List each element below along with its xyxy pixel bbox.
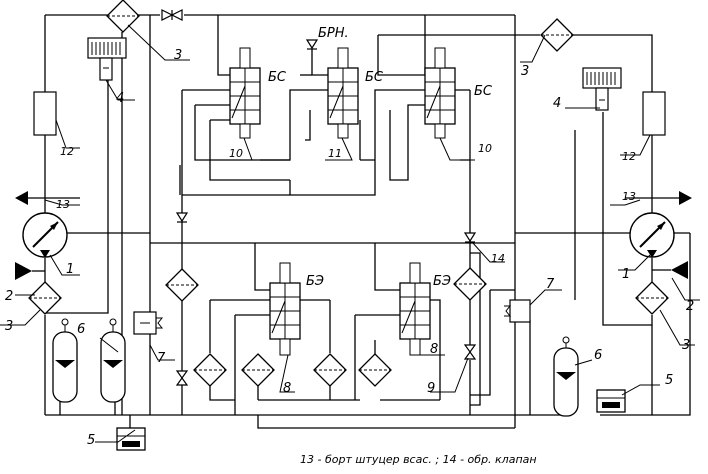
- component-12-left: [33, 91, 57, 136]
- valve-7-right: [504, 299, 531, 323]
- label-6-left: 6: [77, 322, 85, 337]
- suction-arrow-left: [15, 191, 80, 205]
- top-check-valve: [161, 9, 183, 21]
- leader-lines: [0, 24, 700, 443]
- label-3-top: 3: [174, 48, 182, 63]
- label-2-right: 2: [686, 299, 694, 314]
- label-bs-2: БС: [365, 70, 384, 85]
- filter-center-3: [241, 353, 275, 387]
- filter-center-6: [453, 267, 487, 301]
- accumulator-6-3: [553, 336, 579, 417]
- label-5-left: 5: [87, 433, 95, 448]
- filter-top-left: [106, 0, 140, 33]
- accumulator-6-1: [52, 318, 78, 403]
- pump-left: [22, 212, 68, 258]
- label-4-left: 4: [116, 91, 124, 106]
- label-3-left: 3: [5, 319, 13, 334]
- bs-block-2: [327, 47, 359, 139]
- label-8-left: 8: [283, 381, 291, 396]
- label-6-right: 6: [594, 348, 602, 363]
- label-1-left: 1: [66, 262, 74, 277]
- label-3-right: 3: [682, 338, 690, 353]
- label-10-left: 10: [229, 147, 243, 160]
- inlet-2-left: [15, 262, 32, 280]
- label-13-right: 13: [622, 190, 636, 203]
- be-block-2: [399, 262, 431, 356]
- label-11: 11: [328, 147, 342, 160]
- pump-right: [629, 212, 675, 258]
- tank-5-right: [596, 389, 626, 413]
- component-12-right: [642, 91, 666, 136]
- label-8-right: 8: [430, 342, 438, 357]
- be-block-1: [269, 262, 301, 356]
- inlet-2-right: [671, 261, 688, 279]
- label-3-top-right: 3: [521, 64, 529, 79]
- suction-arrow-right: [625, 191, 692, 205]
- label-14: 14: [491, 252, 505, 265]
- label-12-right: 12: [622, 150, 636, 163]
- block-4-left: [87, 37, 127, 81]
- check-valve-left: [176, 212, 188, 223]
- block-4-right: [582, 67, 622, 111]
- accumulator-6-2: [100, 318, 126, 403]
- tank-5-left: [116, 427, 146, 451]
- bs-block-1: [229, 47, 261, 139]
- label-be-2: БЭ: [433, 274, 451, 289]
- bs-block-3: [424, 47, 456, 139]
- label-7-left: 7: [157, 351, 166, 366]
- check-valve-9: [463, 344, 477, 360]
- label-7-right: 7: [546, 277, 555, 292]
- label-bs-1: БС: [268, 70, 287, 85]
- valve-7-left: [133, 311, 164, 345]
- label-4-right: 4: [553, 96, 561, 111]
- label-2-left: 2: [5, 289, 13, 304]
- check-valve-bottom-left: [175, 370, 189, 386]
- label-be-1: БЭ: [306, 274, 324, 289]
- label-12-left: 12: [60, 145, 74, 158]
- filter-3-right: [635, 281, 669, 315]
- label-13-left: 13: [56, 198, 70, 211]
- filter-center-1: [165, 268, 199, 302]
- labels: 3 4 12 13 1 2 3 6 7 5 БС БС БС БРН. 10 1…: [5, 26, 694, 466]
- caption: 13 - борт штуцер всас. ; 14 - обр. клапа…: [300, 453, 537, 466]
- label-1-right: 1: [622, 267, 630, 282]
- check-valve-14: [464, 232, 476, 243]
- label-9: 9: [427, 381, 435, 396]
- pipelines: [44, 14, 691, 429]
- brn-check-valve: [306, 39, 318, 50]
- filter-center-4: [313, 353, 347, 387]
- filter-center-5: [358, 353, 392, 387]
- label-bs-3: БС: [474, 84, 493, 99]
- label-10-right: 10: [478, 142, 492, 155]
- filter-3-top-right: [540, 18, 574, 52]
- filter-center-2: [193, 353, 227, 387]
- label-brn: БРН.: [318, 26, 349, 41]
- filter-3-left: [28, 281, 62, 315]
- label-5-right: 5: [665, 373, 673, 388]
